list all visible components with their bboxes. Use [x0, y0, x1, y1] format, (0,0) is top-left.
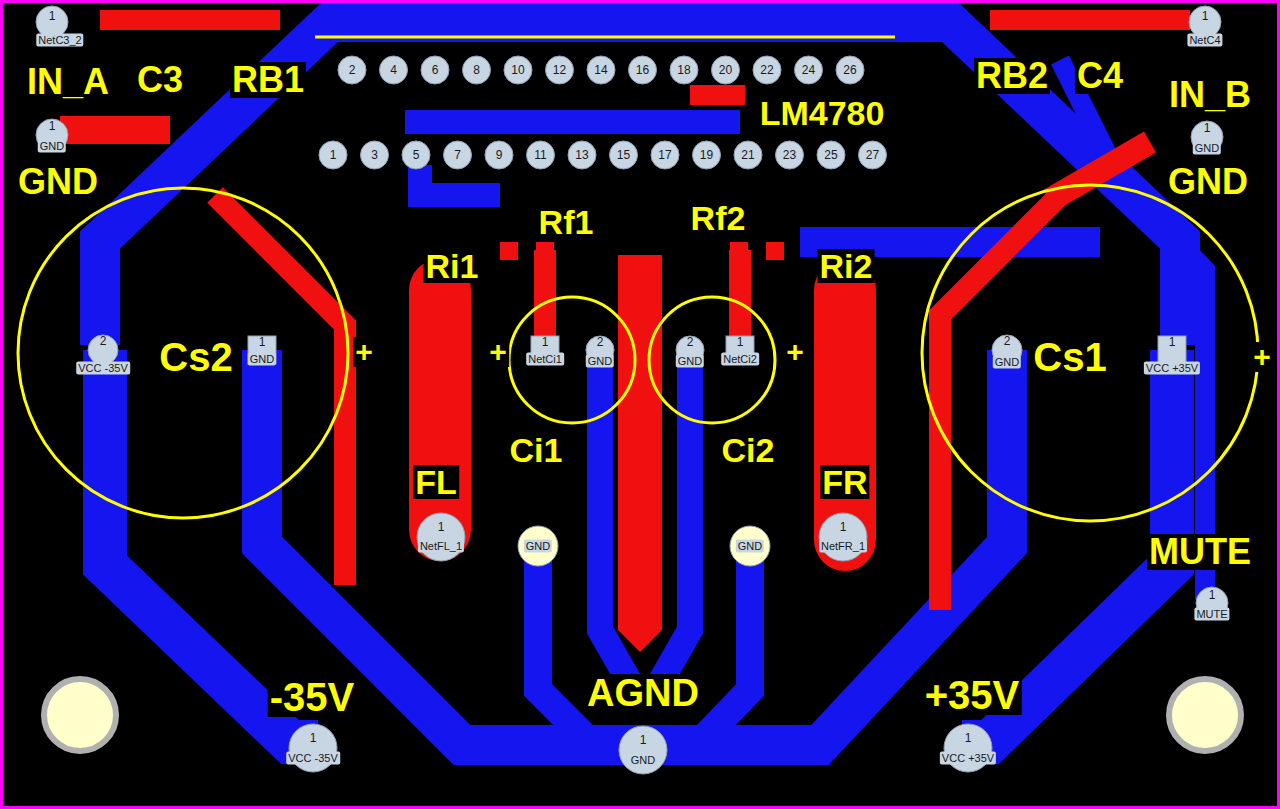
part-label: LM4780	[758, 96, 887, 130]
part-label: FR	[820, 465, 869, 499]
pin-number: 1	[259, 336, 266, 348]
part-label: C3	[135, 62, 185, 98]
part-label: GND	[1166, 164, 1250, 200]
part-label: +35V	[923, 675, 1022, 715]
pin-number: 4	[390, 64, 397, 76]
pad-label: MUTE	[1194, 608, 1229, 621]
pin-number: 9	[496, 149, 503, 161]
part-label: C4	[1075, 58, 1125, 94]
pad-label: GND	[248, 353, 276, 366]
pin-number: 1	[49, 10, 56, 22]
pad-label: VCC -35V	[76, 362, 130, 375]
pin-number: 1	[1204, 122, 1211, 134]
pin-number: 1	[1169, 336, 1176, 348]
pin-number: 20	[719, 64, 732, 76]
pad-label: GND	[38, 140, 66, 153]
pin-number: 3	[371, 149, 378, 161]
part-label: Ri1	[424, 249, 481, 283]
pin-number: 23	[783, 149, 796, 161]
pin-number: 1	[965, 732, 972, 744]
pin-number: 24	[802, 64, 815, 76]
part-label: RB2	[974, 58, 1050, 94]
pin-number: 18	[677, 64, 690, 76]
pad-label: GND	[736, 540, 764, 553]
pin-number: 1	[1202, 10, 1209, 22]
pin-number: 12	[553, 64, 566, 76]
pad-label: NetC3_2	[36, 34, 83, 47]
part-label: +	[784, 337, 806, 367]
pin-number: 1	[640, 734, 647, 746]
pin-number: 10	[511, 64, 524, 76]
part-label: RB1	[230, 62, 306, 98]
pin-number: 21	[741, 149, 754, 161]
pin-number: 2	[349, 64, 356, 76]
pin-number: 2	[100, 335, 107, 347]
part-label: Rf1	[537, 205, 596, 239]
pin-number: 1	[542, 336, 549, 348]
part-label: Cs1	[1031, 337, 1108, 377]
pad-label: NetCi1	[526, 353, 564, 366]
pin-number: 22	[760, 64, 773, 76]
pin-number: 26	[843, 64, 856, 76]
part-label: Ci2	[720, 433, 777, 467]
part-label: IN_A	[25, 64, 111, 100]
part-label: Ri2	[818, 249, 875, 283]
pad-label: NetC4	[1187, 34, 1222, 47]
part-label: +	[1251, 342, 1273, 372]
part-label: MUTE	[1147, 534, 1253, 570]
part-label: Ci1	[508, 433, 565, 467]
pin-number: 16	[636, 64, 649, 76]
part-label: IN_B	[1167, 77, 1253, 113]
pin-number: 6	[432, 64, 439, 76]
pin-number: 19	[700, 149, 713, 161]
pin-number: 11	[534, 149, 546, 161]
pad-label: NetFL_1	[418, 540, 464, 553]
pad-label: VCC +35V	[1144, 362, 1200, 375]
pin-number: 5	[413, 149, 420, 161]
part-label: -35V	[268, 677, 357, 717]
pin-number: 2	[597, 336, 604, 348]
part-label: AGND	[585, 674, 701, 712]
pin-number: 13	[575, 149, 588, 161]
part-label: Cs2	[157, 337, 234, 377]
part-label: GND	[16, 164, 100, 200]
pin-number: 1	[438, 521, 445, 533]
pin-number: 14	[594, 64, 607, 76]
part-label: +	[353, 337, 375, 367]
pad-label: NetFR_1	[819, 540, 867, 553]
pad-label: GND	[524, 540, 552, 553]
pad-label: GND	[629, 754, 657, 767]
pin-number: 2	[1004, 335, 1011, 347]
pin-number: 1	[737, 336, 744, 348]
pad-label: GND	[993, 356, 1021, 369]
pin-number: 2	[687, 336, 694, 348]
pin-number: 25	[824, 149, 837, 161]
pin-number: 15	[617, 149, 630, 161]
part-label: Rf2	[689, 201, 748, 235]
pin-number: 7	[454, 149, 461, 161]
part-label: +	[487, 337, 509, 367]
pin-number: 1	[310, 732, 317, 744]
pad-label: GND	[676, 355, 704, 368]
pin-number: 1	[330, 149, 337, 161]
pin-number: 8	[473, 64, 480, 76]
pin-number: 17	[658, 149, 671, 161]
pin-number: 1	[49, 120, 56, 132]
pad-label: GND	[586, 355, 614, 368]
pin-number: 1	[1209, 589, 1216, 601]
pin-number: 1	[840, 521, 847, 533]
part-label: FL	[413, 465, 459, 499]
pad-label: VCC +35V	[940, 752, 996, 765]
pad-label: NetCi2	[721, 353, 759, 366]
pad-label: VCC -35V	[286, 752, 340, 765]
pin-number: 27	[866, 149, 879, 161]
pad-label: GND	[1193, 142, 1221, 155]
